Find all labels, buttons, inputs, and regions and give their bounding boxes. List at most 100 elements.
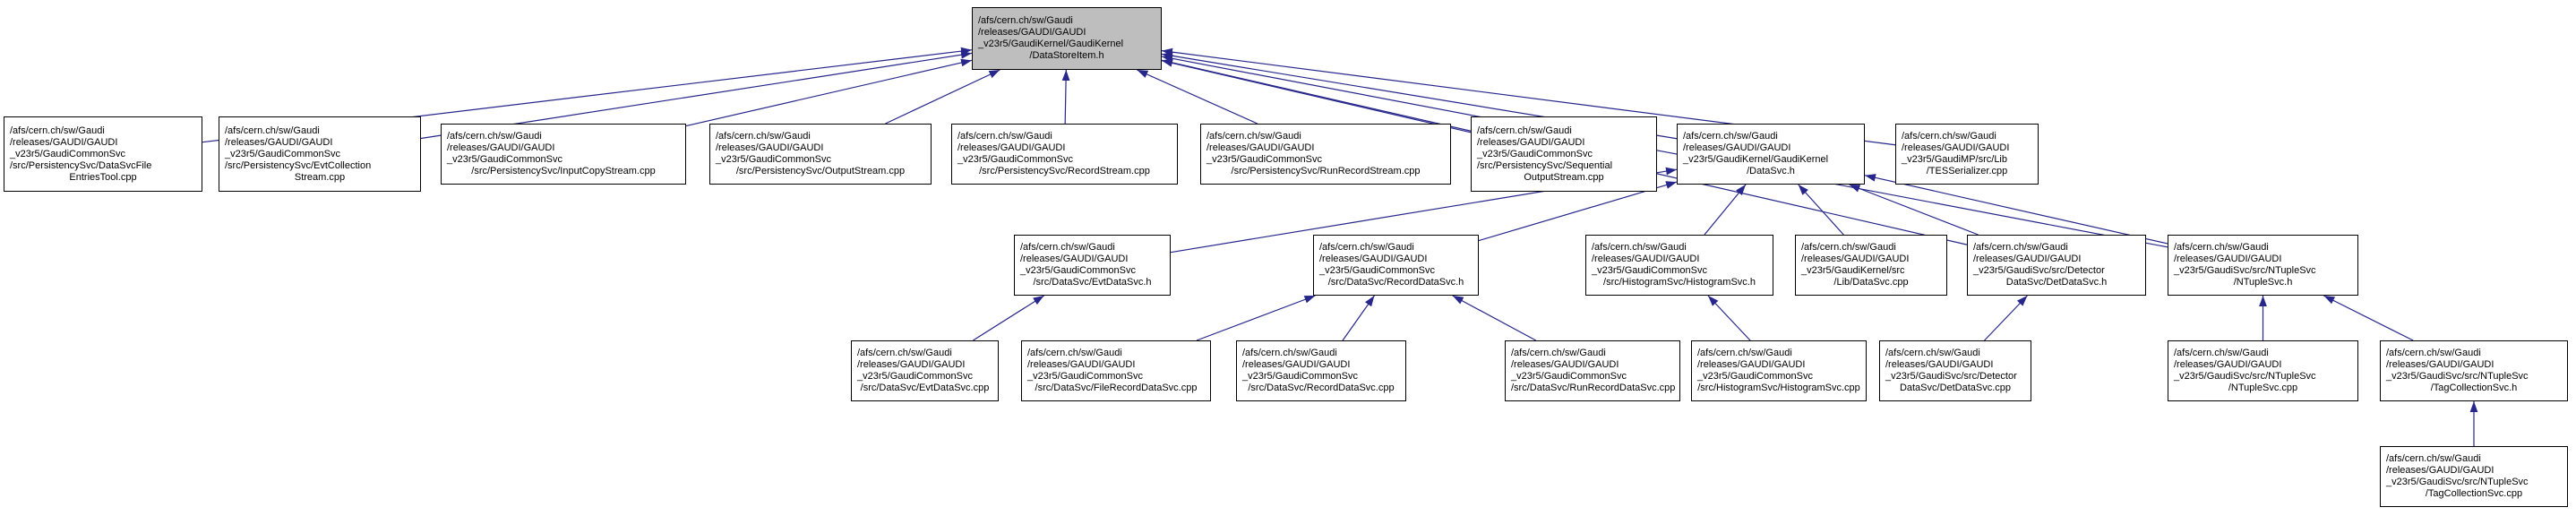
node-label-line: /afs/cern.ch/sw/Gaudi <box>10 125 105 136</box>
node-label-line: /afs/cern.ch/sw/Gaudi <box>1206 131 1301 142</box>
include-edge-histogramsvc-cpp-to-histogramsvc-h <box>1707 295 1751 341</box>
graph-node-datasvc-cpp[interactable]: /afs/cern.ch/sw/Gaudi/releases/GAUDI/GAU… <box>1795 235 1947 296</box>
node-label-line: /Lib/DataSvc.cpp <box>1833 277 1909 288</box>
node-label-line: _v23r5/GaudiSvc/src/Detector <box>1973 265 2105 276</box>
node-label-line: _v23r5/GaudiCommonSvc <box>1592 265 1708 276</box>
node-label-line: /afs/cern.ch/sw/Gaudi <box>2386 453 2481 464</box>
node-label-line: _v23r5/GaudiCommonSvc <box>1242 371 1359 382</box>
node-label-line: /src/DataSvc/RecordDataSvc.cpp <box>1248 383 1395 393</box>
graph-node-outputstream-cpp[interactable]: /afs/cern.ch/sw/Gaudi/releases/GAUDI/GAU… <box>709 124 932 185</box>
graph-node-datasvc-h[interactable]: /afs/cern.ch/sw/Gaudi/releases/GAUDI/GAU… <box>1677 124 1865 185</box>
graph-node-histogramsvc-h[interactable]: /afs/cern.ch/sw/Gaudi/releases/GAUDI/GAU… <box>1585 235 1773 296</box>
node-label-line: /afs/cern.ch/sw/Gaudi <box>1027 348 1122 358</box>
graph-node-runrecorddatasvc-cpp[interactable]: /afs/cern.ch/sw/Gaudi/releases/GAUDI/GAU… <box>1505 340 1680 401</box>
node-label-line: _v23r5/GaudiSvc/src/Detector <box>1885 371 2017 382</box>
graph-node-filerecorddatasvc-cpp[interactable]: /afs/cern.ch/sw/Gaudi/releases/GAUDI/GAU… <box>1021 340 1211 401</box>
include-edge-ntuplesvc-h-to-datastoreitem-h <box>1161 54 2168 248</box>
node-label-line: /src/PersistencySvc/OutputStream.cpp <box>735 166 906 176</box>
node-label-line: /releases/GAUDI/GAUDI <box>2386 359 2494 370</box>
graph-node-tagcollectionsvc-h[interactable]: /afs/cern.ch/sw/Gaudi/releases/GAUDI/GAU… <box>2380 340 2568 401</box>
node-label-line: DataSvc/DetDataSvc.h <box>2005 277 2108 288</box>
node-label-line: /releases/GAUDI/GAUDI <box>957 142 1066 153</box>
graph-node-ntuplesvc-h[interactable]: /afs/cern.ch/sw/Gaudi/releases/GAUDI/GAU… <box>2168 235 2358 296</box>
node-label-line: /releases/GAUDI/GAUDI <box>2174 254 2282 264</box>
node-label-line: /afs/cern.ch/sw/Gaudi <box>978 15 1073 26</box>
node-label-line: /afs/cern.ch/sw/Gaudi <box>2386 348 2481 358</box>
node-label-line: /releases/GAUDI/GAUDI <box>857 359 966 370</box>
node-label-line: /src/DataSvc/RunRecordDataSvc.cpp <box>1511 383 1676 393</box>
graph-node-evtdatasvc-h[interactable]: /afs/cern.ch/sw/Gaudi/releases/GAUDI/GAU… <box>1014 235 1171 296</box>
graph-node-evtdatasvc-cpp[interactable]: /afs/cern.ch/sw/Gaudi/releases/GAUDI/GAU… <box>851 340 999 401</box>
node-label-line: Stream.cpp <box>294 171 346 183</box>
node-label-line: /TESSerializer.cpp <box>1926 166 2008 176</box>
node-label-line: /src/PersistencySvc/RecordStream.cpp <box>979 166 1150 176</box>
node-label-line: _v23r5/GaudiCommonSvc <box>1697 371 1814 382</box>
graph-node-tesserializer-cpp[interactable]: /afs/cern.ch/sw/Gaudi/releases/GAUDI/GAU… <box>1895 124 2039 185</box>
node-label-line: /src/HistogramSvc/HistogramSvc.h <box>1603 277 1756 288</box>
graph-node-tagcollectionsvc-cpp[interactable]: /afs/cern.ch/sw/Gaudi/releases/GAUDI/GAU… <box>2380 446 2568 507</box>
node-label-line: /afs/cern.ch/sw/Gaudi <box>1973 242 2068 253</box>
graph-node-recorddatasvc-h[interactable]: /afs/cern.ch/sw/Gaudi/releases/GAUDI/GAU… <box>1313 235 1479 296</box>
node-label-line: /NTupleSvc.h <box>2233 277 2293 288</box>
include-edge-runrecordstream-cpp-to-datastoreitem-h <box>1137 69 1258 125</box>
node-label-line: /afs/cern.ch/sw/Gaudi <box>1511 348 1606 358</box>
node-label-line: /src/DataSvc/EvtDataSvc.cpp <box>860 383 990 393</box>
node-label-line: /afs/cern.ch/sw/Gaudi <box>1683 131 1778 142</box>
node-label-line: /releases/GAUDI/GAUDI <box>1477 136 1585 148</box>
node-label-line: /releases/GAUDI/GAUDI <box>1242 359 1351 370</box>
include-edge-recordstream-cpp-to-datastoreitem-h <box>1061 69 1070 125</box>
node-label-line: /afs/cern.ch/sw/Gaudi <box>1020 242 1115 253</box>
node-label-line: /src/PersistencySvc/Sequential <box>1477 159 1613 171</box>
node-label-line: /src/PersistencySvc/InputCopyStream.cpp <box>471 166 656 176</box>
graph-node-evtcollectionstream-cpp[interactable]: /afs/cern.ch/sw/Gaudi/releases/GAUDI/GAU… <box>219 116 421 192</box>
graph-node-sequentialoutputstream-cpp[interactable]: /afs/cern.ch/sw/Gaudi/releases/GAUDI/GAU… <box>1471 116 1657 192</box>
graph-node-datastoreitem-h[interactable]: /afs/cern.ch/sw/Gaudi/releases/GAUDI/GAU… <box>972 7 1162 70</box>
node-label-line: /afs/cern.ch/sw/Gaudi <box>1885 348 1980 358</box>
graph-node-runrecordstream-cpp[interactable]: /afs/cern.ch/sw/Gaudi/releases/GAUDI/GAU… <box>1200 124 1451 185</box>
node-label-line: /afs/cern.ch/sw/Gaudi <box>857 348 952 358</box>
include-edge-evtdatasvc-cpp-to-evtdatasvc-h <box>973 295 1044 341</box>
include-edge-detdatasvc-cpp-to-detdatasvc-h <box>1984 295 2028 341</box>
node-label-line: /releases/GAUDI/GAUDI <box>1027 359 1136 370</box>
node-label-line: /releases/GAUDI/GAUDI <box>1511 359 1619 370</box>
node-label-line: /afs/cern.ch/sw/Gaudi <box>1319 242 1414 253</box>
graph-node-histogramsvc-cpp[interactable]: /afs/cern.ch/sw/Gaudi/releases/GAUDI/GAU… <box>1691 340 1867 401</box>
node-label-line: /TagCollectionSvc.cpp <box>2425 488 2523 499</box>
node-label-line: /TagCollectionSvc.h <box>2430 383 2518 393</box>
node-label-line: _v23r5/GaudiSvc/src/NTupleSvc <box>2174 265 2316 276</box>
include-edge-filerecorddatasvc-cpp-to-recorddatasvc-h <box>1196 295 1316 341</box>
graph-node-ntuplesvc-cpp[interactable]: /afs/cern.ch/sw/Gaudi/releases/GAUDI/GAU… <box>2168 340 2358 401</box>
node-label-line: /src/HistogramSvc/HistogramSvc.cpp <box>1697 383 1860 393</box>
include-edge-recorddatasvc-h-to-datasvc-h <box>1478 181 1678 242</box>
node-label-line: /releases/GAUDI/GAUDI <box>1902 142 2010 153</box>
include-edge-tagcollectionsvc-h-to-ntuplesvc-h <box>2323 295 2414 341</box>
graph-node-datasvcfileentriestool-cpp[interactable]: /afs/cern.ch/sw/Gaudi/releases/GAUDI/GAU… <box>4 116 202 192</box>
node-label-line: /afs/cern.ch/sw/Gaudi <box>1242 348 1337 358</box>
node-label-line: /afs/cern.ch/sw/Gaudi <box>716 131 811 142</box>
include-edge-detdatasvc-h-to-datasvc-h <box>1849 184 1979 236</box>
node-label-line: _v23r5/GaudiMP/src/Lib <box>1902 154 2007 165</box>
node-label-line: _v23r5/GaudiCommonSvc <box>716 154 832 165</box>
node-label-line: _v23r5/GaudiCommonSvc <box>1020 265 1137 276</box>
graph-node-detdatasvc-h[interactable]: /afs/cern.ch/sw/Gaudi/releases/GAUDI/GAU… <box>1967 235 2146 296</box>
node-label-line: /afs/cern.ch/sw/Gaudi <box>2174 242 2269 253</box>
node-label-line: /releases/GAUDI/GAUDI <box>1319 254 1428 264</box>
graph-node-inputcopystream-cpp[interactable]: /afs/cern.ch/sw/Gaudi/releases/GAUDI/GAU… <box>441 124 686 185</box>
node-label-line: _v23r5/GaudiSvc/src/NTupleSvc <box>2174 371 2316 382</box>
node-label-line: /afs/cern.ch/sw/Gaudi <box>447 131 542 142</box>
node-label-line: /src/PersistencySvc/DataSvcFile <box>10 159 152 171</box>
include-edge-outputstream-cpp-to-datastoreitem-h <box>885 69 1000 125</box>
graph-node-recorddatasvc-cpp[interactable]: /afs/cern.ch/sw/Gaudi/releases/GAUDI/GAU… <box>1236 340 1406 401</box>
node-label-line: /releases/GAUDI/GAUDI <box>716 142 824 153</box>
node-label-line: _v23r5/GaudiCommonSvc <box>1511 371 1627 382</box>
node-label-line: /afs/cern.ch/sw/Gaudi <box>1477 125 1572 136</box>
node-label-line: /releases/GAUDI/GAUDI <box>1697 359 1806 370</box>
include-edge-inputcopystream-cpp-to-datastoreitem-h <box>685 58 973 127</box>
graph-node-recordstream-cpp[interactable]: /afs/cern.ch/sw/Gaudi/releases/GAUDI/GAU… <box>951 124 1178 185</box>
graph-node-detdatasvc-cpp[interactable]: /afs/cern.ch/sw/Gaudi/releases/GAUDI/GAU… <box>1879 340 2031 401</box>
node-label-line: /releases/GAUDI/GAUDI <box>447 142 555 153</box>
node-label-line: /releases/GAUDI/GAUDI <box>1206 142 1315 153</box>
node-label-line: /src/DataSvc/FileRecordDataSvc.cpp <box>1035 383 1198 393</box>
node-label-line: _v23r5/GaudiKernel/GaudiKernel <box>1683 154 1829 165</box>
